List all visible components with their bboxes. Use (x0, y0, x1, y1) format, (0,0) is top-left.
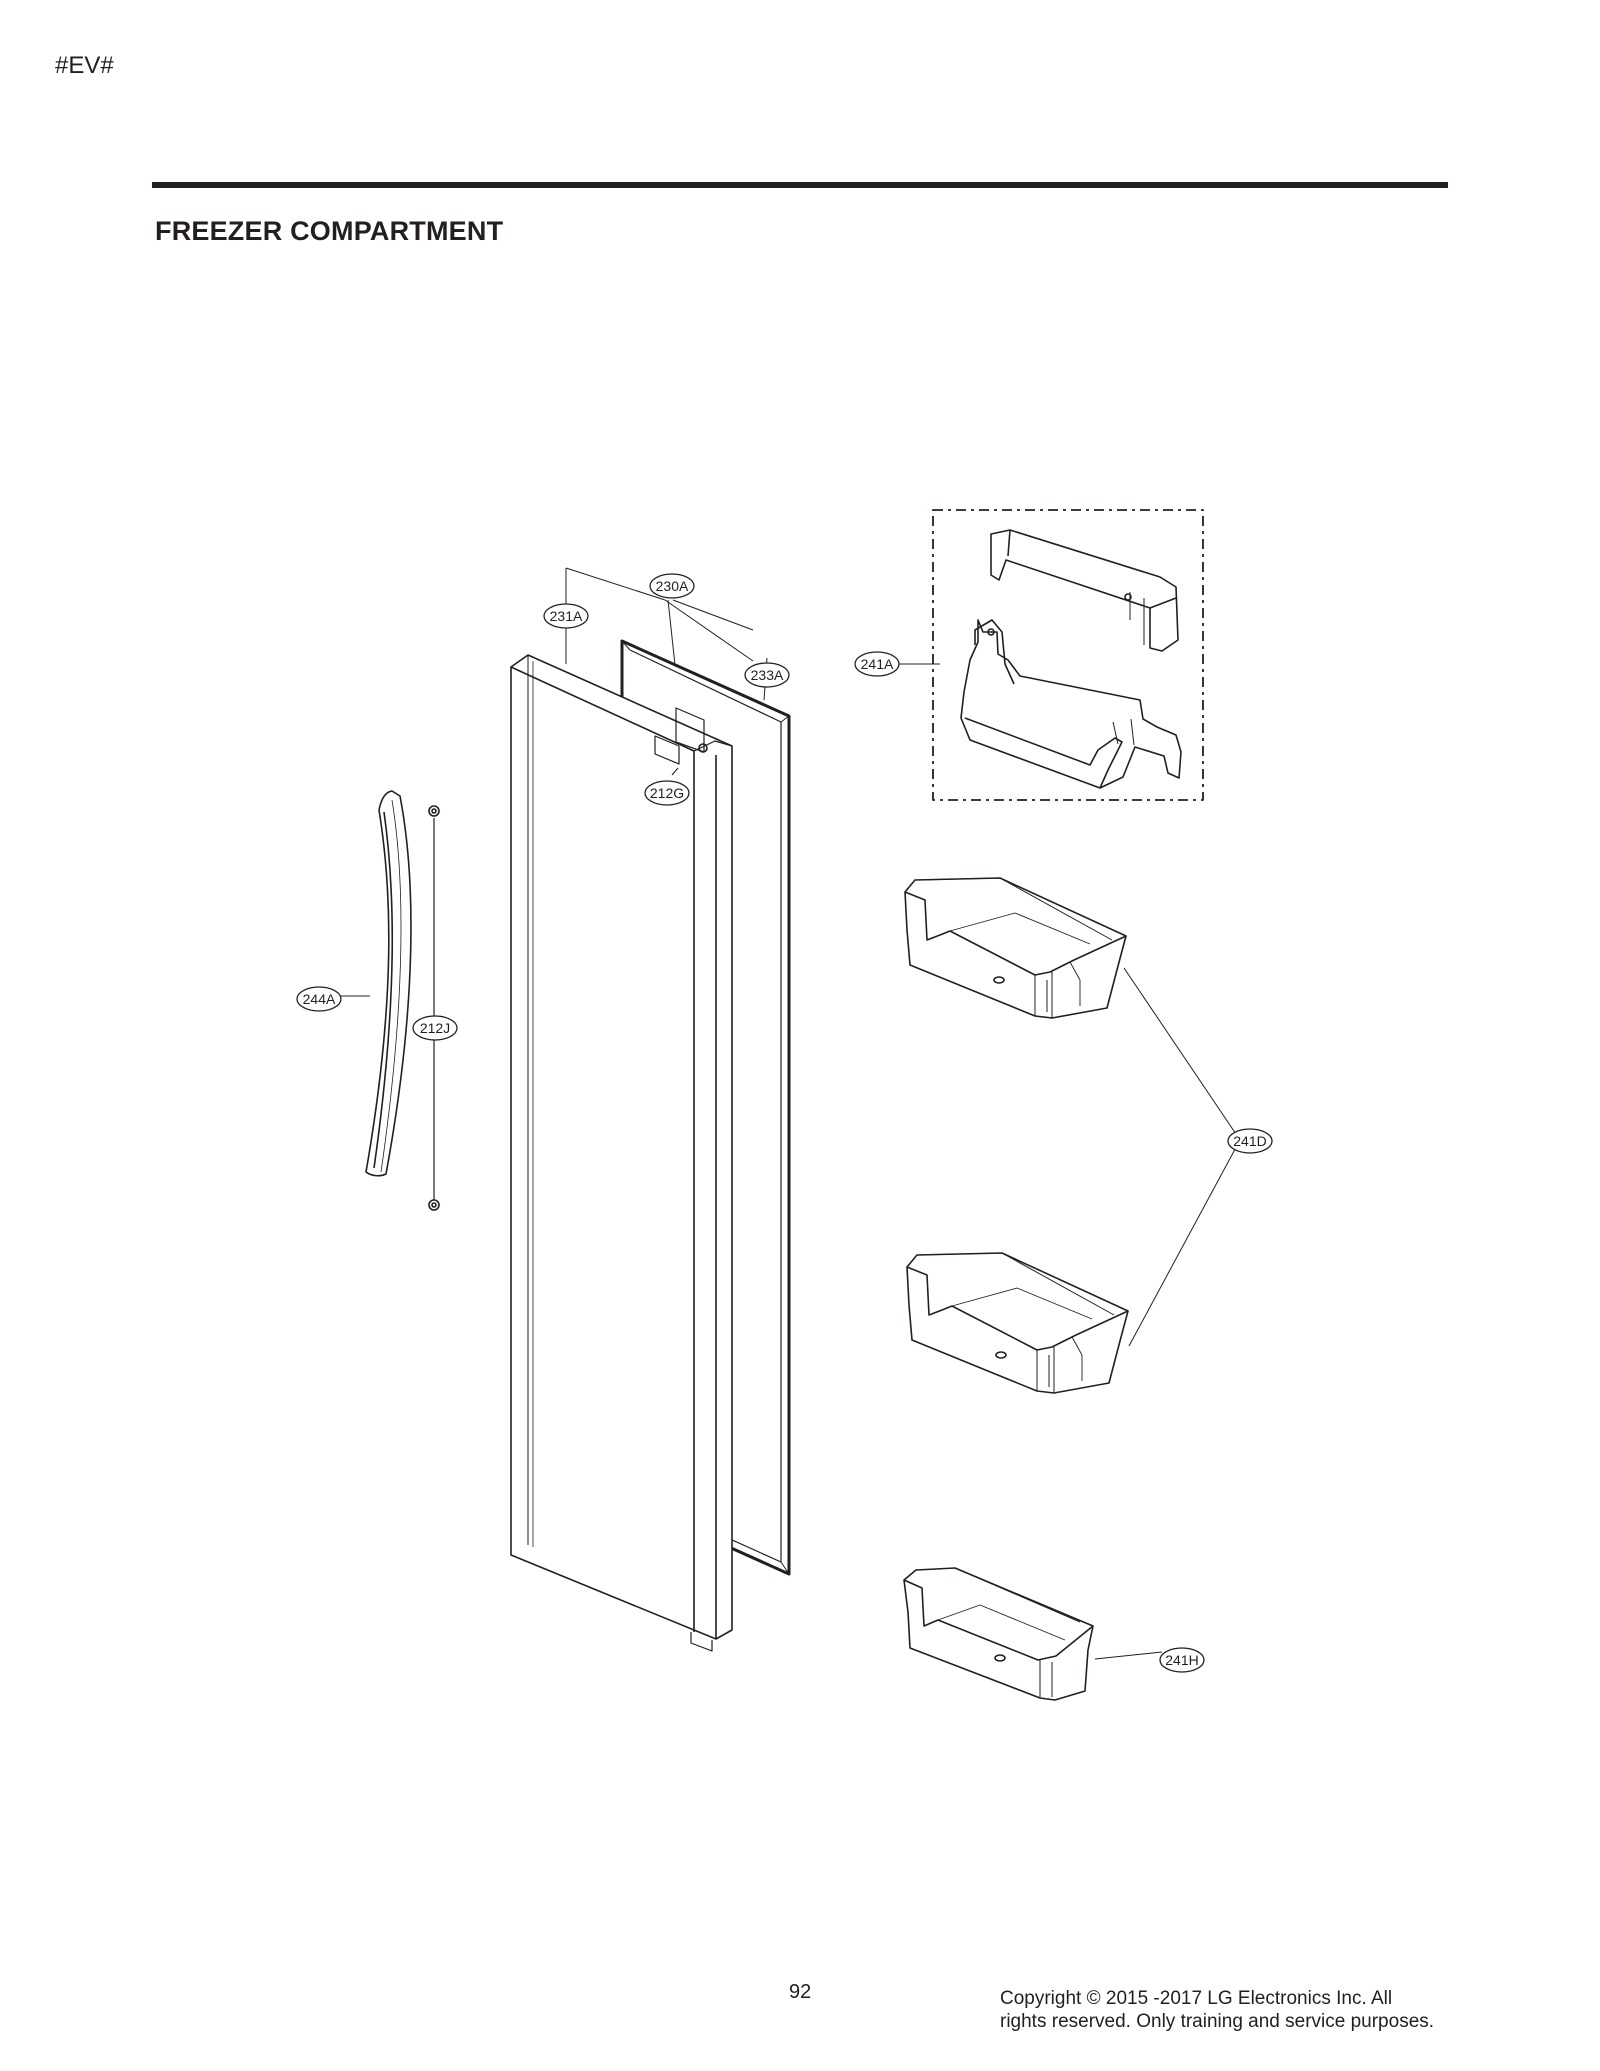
callout-241d: 241D (1233, 1133, 1266, 1149)
section-title: FREEZER COMPARTMENT (155, 216, 504, 246)
basket-cover-drawing (990, 529, 1179, 652)
page-number: 92 (789, 1981, 812, 2003)
callout-212j: 212J (420, 1020, 450, 1036)
callout-230a: 230A (656, 578, 689, 594)
basket-assembly-box (932, 509, 1204, 801)
document-code: #EV# (55, 52, 114, 79)
door-basket-lower-drawing (906, 1252, 1129, 1394)
door-assembly-drawing (510, 654, 733, 1652)
callout-241h: 241H (1165, 1652, 1198, 1668)
door-basket-drawing (904, 877, 1127, 1019)
basket-bin-drawing (960, 619, 1182, 789)
copyright-notice: Copyright © 2015 -2017 LG Electronics In… (1000, 1988, 1435, 2033)
bottom-basket-drawing (903, 1567, 1094, 1701)
callout-241a: 241A (861, 656, 894, 672)
door-handle-drawing (365, 790, 412, 1177)
callout-233a: 233A (751, 667, 784, 683)
callout-231a: 231A (550, 608, 583, 624)
callout-212g: 212G (650, 785, 684, 801)
header-rule (152, 182, 1448, 188)
callout-244a: 244A (303, 991, 336, 1007)
handle-screws-drawing (428, 805, 440, 1211)
